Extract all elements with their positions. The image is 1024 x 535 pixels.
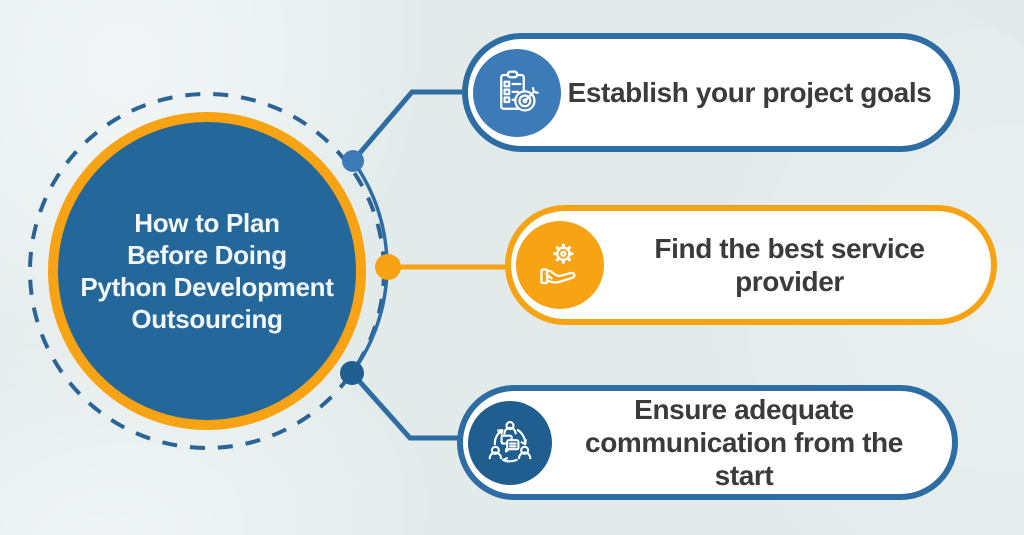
node-dot-1 [342, 150, 364, 172]
hub-title-line: Before Doing [127, 240, 287, 270]
central-hub-circle: How to Plan Before Doing Python Developm… [48, 112, 366, 430]
item-pill-project-goals: Establish your project goals [462, 33, 960, 152]
hub-title-line: Outsourcing [131, 304, 283, 334]
communication-cycle-icon [468, 400, 552, 485]
hand-gear-icon [516, 221, 604, 309]
node-dot-3 [340, 361, 364, 385]
item-label: Establish your project goals [567, 77, 932, 108]
item-label: Find the best service provider [654, 233, 925, 297]
connector-line-3 [350, 371, 466, 441]
hub-title-line: Python Development [80, 272, 334, 302]
checklist-target-icon [473, 48, 561, 137]
hub-title: How to Plan Before Doing Python Developm… [80, 207, 334, 335]
item-label: Ensure adequate communication from the s… [585, 394, 903, 491]
node-dot-2 [375, 254, 401, 280]
item-pill-communication: Ensure adequate communication from the s… [457, 385, 958, 500]
connector-line-1 [351, 89, 472, 163]
item-pill-service-provider: Find the best service provider [505, 205, 997, 325]
hub-title-line: How to Plan [134, 208, 280, 238]
